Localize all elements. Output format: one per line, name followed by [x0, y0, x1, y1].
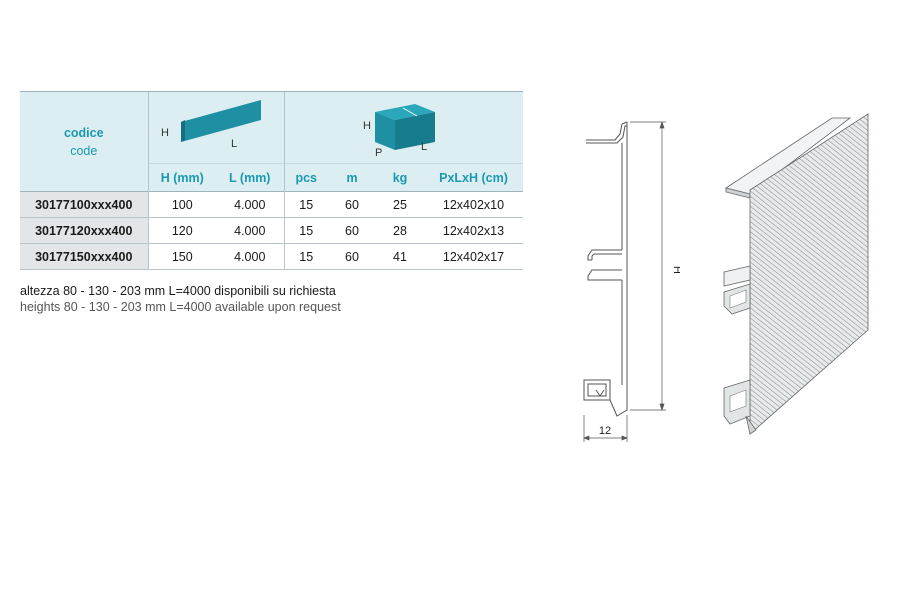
availability-note-en: heights 80 - 130 - 203 mm L=4000 availab…: [20, 300, 341, 314]
code-header-label: codice: [63, 125, 104, 140]
row-dims: 12x402x10: [424, 191, 523, 218]
profile-3d-drawing: [723, 113, 869, 435]
col-header-h: H (mm): [147, 163, 216, 192]
icon-h-label: H: [161, 127, 169, 139]
pack-icon-cell: H P L: [283, 91, 523, 164]
table-row: 30177100xxx400 100 4.000 15 60 25 12x402…: [20, 191, 523, 218]
row-kg: 28: [376, 217, 424, 244]
row-dims: 12x402x17: [424, 243, 523, 270]
row-pcs: 15: [283, 243, 328, 270]
row-h: 120: [147, 217, 216, 244]
col-header-dims: PxLxH (cm): [424, 163, 523, 192]
row-m: 60: [328, 191, 376, 218]
row-kg: 25: [376, 191, 424, 218]
row-l: 4.000: [216, 243, 284, 270]
row-l: 4.000: [216, 217, 284, 244]
pack-h-label: H: [363, 120, 371, 132]
code-header: codice code: [20, 91, 148, 192]
col-header-kg: kg: [376, 163, 424, 192]
icon-l-label: L: [231, 138, 237, 150]
profile-section-drawing: H 12: [583, 120, 680, 442]
row-h: 150: [147, 243, 216, 270]
row-code: 30177150xxx400: [20, 243, 148, 270]
width-dimension-label: 12: [599, 425, 611, 437]
col-header-l: L (mm): [216, 163, 284, 192]
table-row: 30177120xxx400 120 4.000 15 60 28 12x402…: [20, 217, 523, 244]
height-dimension-label: H: [671, 266, 680, 274]
row-kg: 41: [376, 243, 424, 270]
row-l: 4.000: [216, 191, 284, 218]
spec-table: codice code H L H P L H (mm) L (m: [20, 91, 523, 270]
row-dims: 12x402x13: [424, 217, 523, 244]
pack-box-icon: H P L: [363, 104, 435, 159]
row-code: 30177100xxx400: [20, 191, 148, 218]
table-row: 30177150xxx400 150 4.000 15 60 41 12x402…: [20, 243, 523, 270]
row-pcs: 15: [283, 191, 328, 218]
code-header-sublabel: code: [70, 143, 98, 158]
single-profile-icon: H L: [161, 100, 261, 150]
row-code: 30177120xxx400: [20, 217, 148, 244]
row-pcs: 15: [283, 217, 328, 244]
col-header-m: m: [328, 163, 376, 192]
pack-p-label: P: [375, 147, 382, 159]
single-profile-icon-cell: H L: [147, 91, 284, 164]
pack-l-label: L: [421, 141, 427, 153]
row-m: 60: [328, 217, 376, 244]
row-m: 60: [328, 243, 376, 270]
col-header-pcs: pcs: [283, 163, 328, 192]
row-h: 100: [147, 191, 216, 218]
availability-note-it: altezza 80 - 130 - 203 mm L=4000 disponi…: [20, 284, 336, 298]
